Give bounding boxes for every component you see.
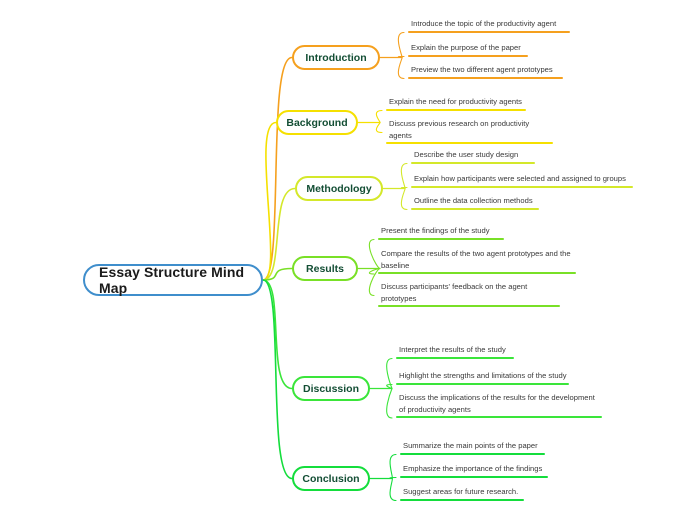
leaf-item-text: Highlight the strengths and limitations …	[399, 371, 567, 380]
branch-node-label: Introduction	[305, 51, 367, 64]
leaf-item-text: Describe the user study design	[414, 150, 519, 159]
leaf-item[interactable]: Explain how participants were selected a…	[411, 173, 633, 190]
root-node[interactable]: Essay Structure Mind Map	[83, 264, 263, 296]
leaf-item-text: Preview the two different agent prototyp…	[411, 65, 553, 74]
leaf-item[interactable]: Outline the data collection methods	[411, 195, 539, 212]
leaf-item-text: Introduce the topic of the productivity …	[411, 19, 557, 28]
leaf-item-underline	[400, 498, 524, 501]
branch-node-label: Discussion	[302, 382, 360, 395]
leaf-item[interactable]: Emphasize the importance of the findings	[400, 463, 548, 480]
leaf-item-text: Discuss previous research on productivit…	[389, 119, 530, 140]
leaf-item-underline	[378, 305, 560, 307]
leaf-item-underline	[408, 54, 528, 57]
leaf-item-underline	[396, 356, 514, 359]
leaf-item-underline	[386, 142, 553, 144]
branch-node-background[interactable]: Background	[276, 110, 358, 135]
leaf-item-text: Discuss the implications of the results …	[399, 393, 595, 414]
leaf-item-underline	[396, 382, 569, 385]
leaf-item-text: Outline the data collection methods	[414, 196, 533, 205]
branch-node-label: Methodology	[306, 182, 372, 195]
leaf-item[interactable]: Describe the user study design	[411, 149, 535, 166]
leaf-item-text: Discuss participants' feedback on the ag…	[381, 282, 528, 303]
leaf-item-text: Explain the purpose of the paper	[411, 43, 521, 52]
leaf-item[interactable]: Explain the need for productivity agents	[386, 96, 526, 113]
branch-node-discussion[interactable]: Discussion	[292, 376, 370, 401]
leaf-item-text: Present the findings of the study	[381, 226, 490, 235]
leaf-item[interactable]: Discuss the implications of the results …	[396, 392, 602, 420]
leaf-item-underline	[411, 161, 535, 164]
leaf-item-underline	[400, 452, 545, 455]
leaf-item[interactable]: Discuss participants' feedback on the ag…	[378, 281, 560, 309]
leaf-item-underline	[396, 416, 602, 418]
leaf-item-text: Summarize the main points of the paper	[403, 441, 538, 450]
branch-node-results[interactable]: Results	[292, 256, 358, 281]
leaf-item-text: Suggest areas for future research.	[403, 487, 519, 496]
leaf-item-underline	[411, 207, 539, 210]
branch-node-introduction[interactable]: Introduction	[292, 45, 380, 70]
leaf-item-text: Explain how participants were selected a…	[414, 174, 626, 183]
root-node-label: Essay Structure Mind Map	[99, 264, 245, 296]
leaf-item[interactable]: Interpret the results of the study	[396, 344, 514, 361]
leaf-item-text: Compare the results of the two agent pro…	[381, 249, 571, 270]
branch-node-conclusion[interactable]: Conclusion	[292, 466, 370, 491]
leaf-item[interactable]: Explain the purpose of the paper	[408, 42, 528, 59]
leaf-item-underline	[386, 108, 526, 111]
branch-node-label: Conclusion	[302, 472, 360, 485]
leaf-item-underline	[378, 237, 504, 240]
branch-node-label: Results	[306, 262, 344, 275]
leaf-item-text: Emphasize the importance of the findings	[403, 464, 543, 473]
leaf-item-text: Explain the need for productivity agents	[389, 97, 522, 106]
leaf-item[interactable]: Present the findings of the study	[378, 225, 504, 242]
leaf-item[interactable]: Introduce the topic of the productivity …	[408, 18, 570, 35]
branch-node-label: Background	[286, 116, 348, 129]
leaf-item-underline	[408, 30, 570, 33]
leaf-item-underline	[411, 185, 633, 188]
leaf-item-text: Interpret the results of the study	[399, 345, 506, 354]
branch-node-methodology[interactable]: Methodology	[295, 176, 383, 201]
leaf-item-underline	[400, 475, 548, 478]
leaf-item[interactable]: Summarize the main points of the paper	[400, 440, 545, 457]
leaf-item-underline	[378, 272, 576, 274]
leaf-item[interactable]: Discuss previous research on productivit…	[386, 118, 553, 146]
leaf-item[interactable]: Preview the two different agent prototyp…	[408, 64, 563, 81]
leaf-item[interactable]: Compare the results of the two agent pro…	[378, 248, 576, 276]
leaf-item[interactable]: Suggest areas for future research.	[400, 486, 524, 503]
leaf-item[interactable]: Highlight the strengths and limitations …	[396, 370, 569, 387]
leaf-item-underline	[408, 76, 563, 79]
